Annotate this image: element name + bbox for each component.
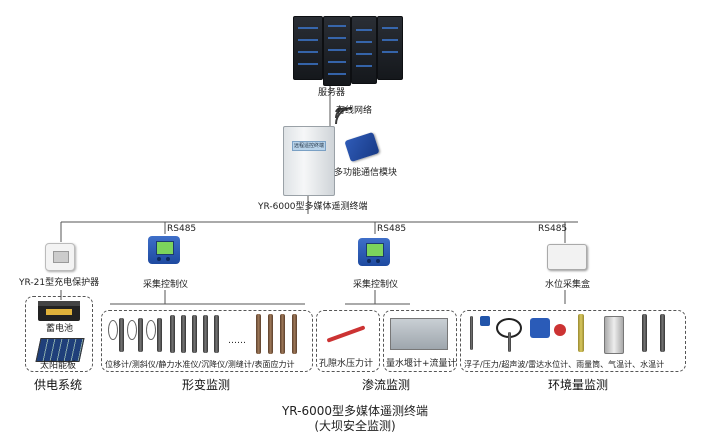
collector-mid-image (358, 238, 390, 266)
sensor-rod-7 (203, 315, 208, 353)
wired-network-label: 有线网络 (336, 106, 373, 116)
server-label: 服务器 (318, 88, 346, 98)
radar-level-image (578, 314, 584, 352)
power-system-category: 供电系统 (34, 378, 83, 392)
weir-flow-label: 量水堰计+流量计 (386, 359, 457, 369)
charge-protector-label: YR-21型充电保护器 (19, 278, 100, 288)
terminal-nameplate: 远程遥控终端 (292, 141, 326, 151)
rs485-label-mid: RS485 (377, 224, 407, 234)
sensor-cable-3 (146, 320, 156, 340)
rain-gauge-image (604, 316, 624, 354)
deformation-category: 形变监测 (182, 378, 231, 392)
environment-category: 环境量监测 (548, 378, 609, 392)
ultrasonic-probe-image (554, 324, 566, 336)
sensor-cable-2 (127, 320, 137, 340)
pressure-probe (508, 332, 511, 352)
seepage-category: 渗流监测 (362, 378, 411, 392)
deformation-items-label: 位移计/测斜仪/静力水准仪/沉降仪/测缝计/表面应力计 (105, 360, 295, 369)
sensor-rod-1 (119, 318, 124, 352)
server-rack-image (293, 16, 405, 86)
footer-subtitle: (大坝安全监测) (314, 419, 396, 433)
collector-left-label: 采集控制仪 (143, 280, 189, 290)
environment-group (460, 310, 686, 372)
collector-mid-label: 采集控制仪 (353, 280, 399, 290)
sensor-rod-8 (214, 315, 219, 353)
seepage-group-a (316, 310, 380, 372)
pressure-sensor-head (480, 316, 490, 326)
telemetry-terminal-box: 远程遥控终端 (283, 126, 335, 196)
rs485-label-left: RS485 (167, 224, 197, 234)
solar-panel-image (35, 338, 85, 362)
terminal-label: YR-6000型多媒体遥测终端 (258, 202, 368, 212)
power-system-group (25, 296, 93, 372)
deformation-ellipsis: …… (228, 336, 246, 346)
water-temp-sensor-image (660, 314, 665, 352)
battery-label: 蓄电池 (46, 324, 74, 334)
sensor-rod-6 (192, 315, 197, 353)
air-temp-sensor-image (642, 314, 647, 352)
seepage-group-b (383, 310, 457, 372)
sensor-rod-12 (292, 314, 297, 354)
sensor-rod-11 (280, 314, 285, 354)
deformation-group (101, 310, 313, 372)
rs485-label-right: RS485 (538, 224, 568, 234)
pore-pressure-label: 孔隙水压力计 (319, 359, 374, 369)
sensor-rod-9 (256, 314, 261, 354)
float-sensor-image (470, 316, 473, 350)
environment-items-label: 浮子/压力/超声波/雷达水位计、雨量筒、气温计、水温计 (464, 360, 665, 369)
sensor-cable-1 (108, 320, 118, 340)
solar-panel-label: 太阳能板 (40, 361, 77, 371)
sensor-rod-5 (181, 315, 186, 353)
weir-tank-image (390, 318, 448, 350)
ultrasonic-meter-image (530, 318, 550, 338)
sensor-rod-10 (268, 314, 273, 354)
water-level-box-label: 水位采集盒 (545, 280, 591, 290)
water-level-box-image (547, 244, 587, 270)
collector-left-image (148, 236, 180, 264)
charge-protector-image (45, 243, 75, 271)
sensor-rod-2 (138, 318, 143, 352)
sensor-rod-3 (157, 318, 162, 352)
footer-title: YR-6000型多媒体遥测终端 (281, 404, 429, 418)
comm-module-label: 多功能通信模块 (334, 168, 398, 178)
sensor-rod-4 (170, 315, 175, 353)
battery-image (38, 301, 80, 321)
